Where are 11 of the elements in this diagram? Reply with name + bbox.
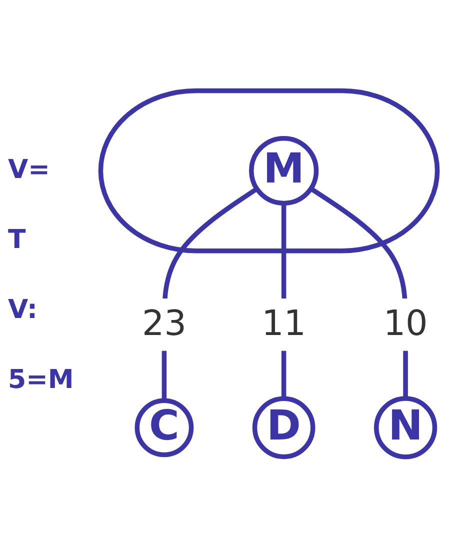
node-circle: C	[134, 398, 194, 458]
note-text: T	[8, 225, 27, 255]
edge-label: 11	[262, 305, 306, 345]
edge-label: 10	[383, 305, 428, 345]
note-text: V=	[8, 155, 51, 185]
node-circle: N	[374, 396, 438, 460]
node-circle: M	[248, 136, 319, 206]
note-text: V:	[8, 295, 38, 325]
edge-label: 23	[142, 305, 186, 345]
node-circle: D	[252, 396, 316, 460]
note-text: 5=M	[8, 365, 75, 395]
